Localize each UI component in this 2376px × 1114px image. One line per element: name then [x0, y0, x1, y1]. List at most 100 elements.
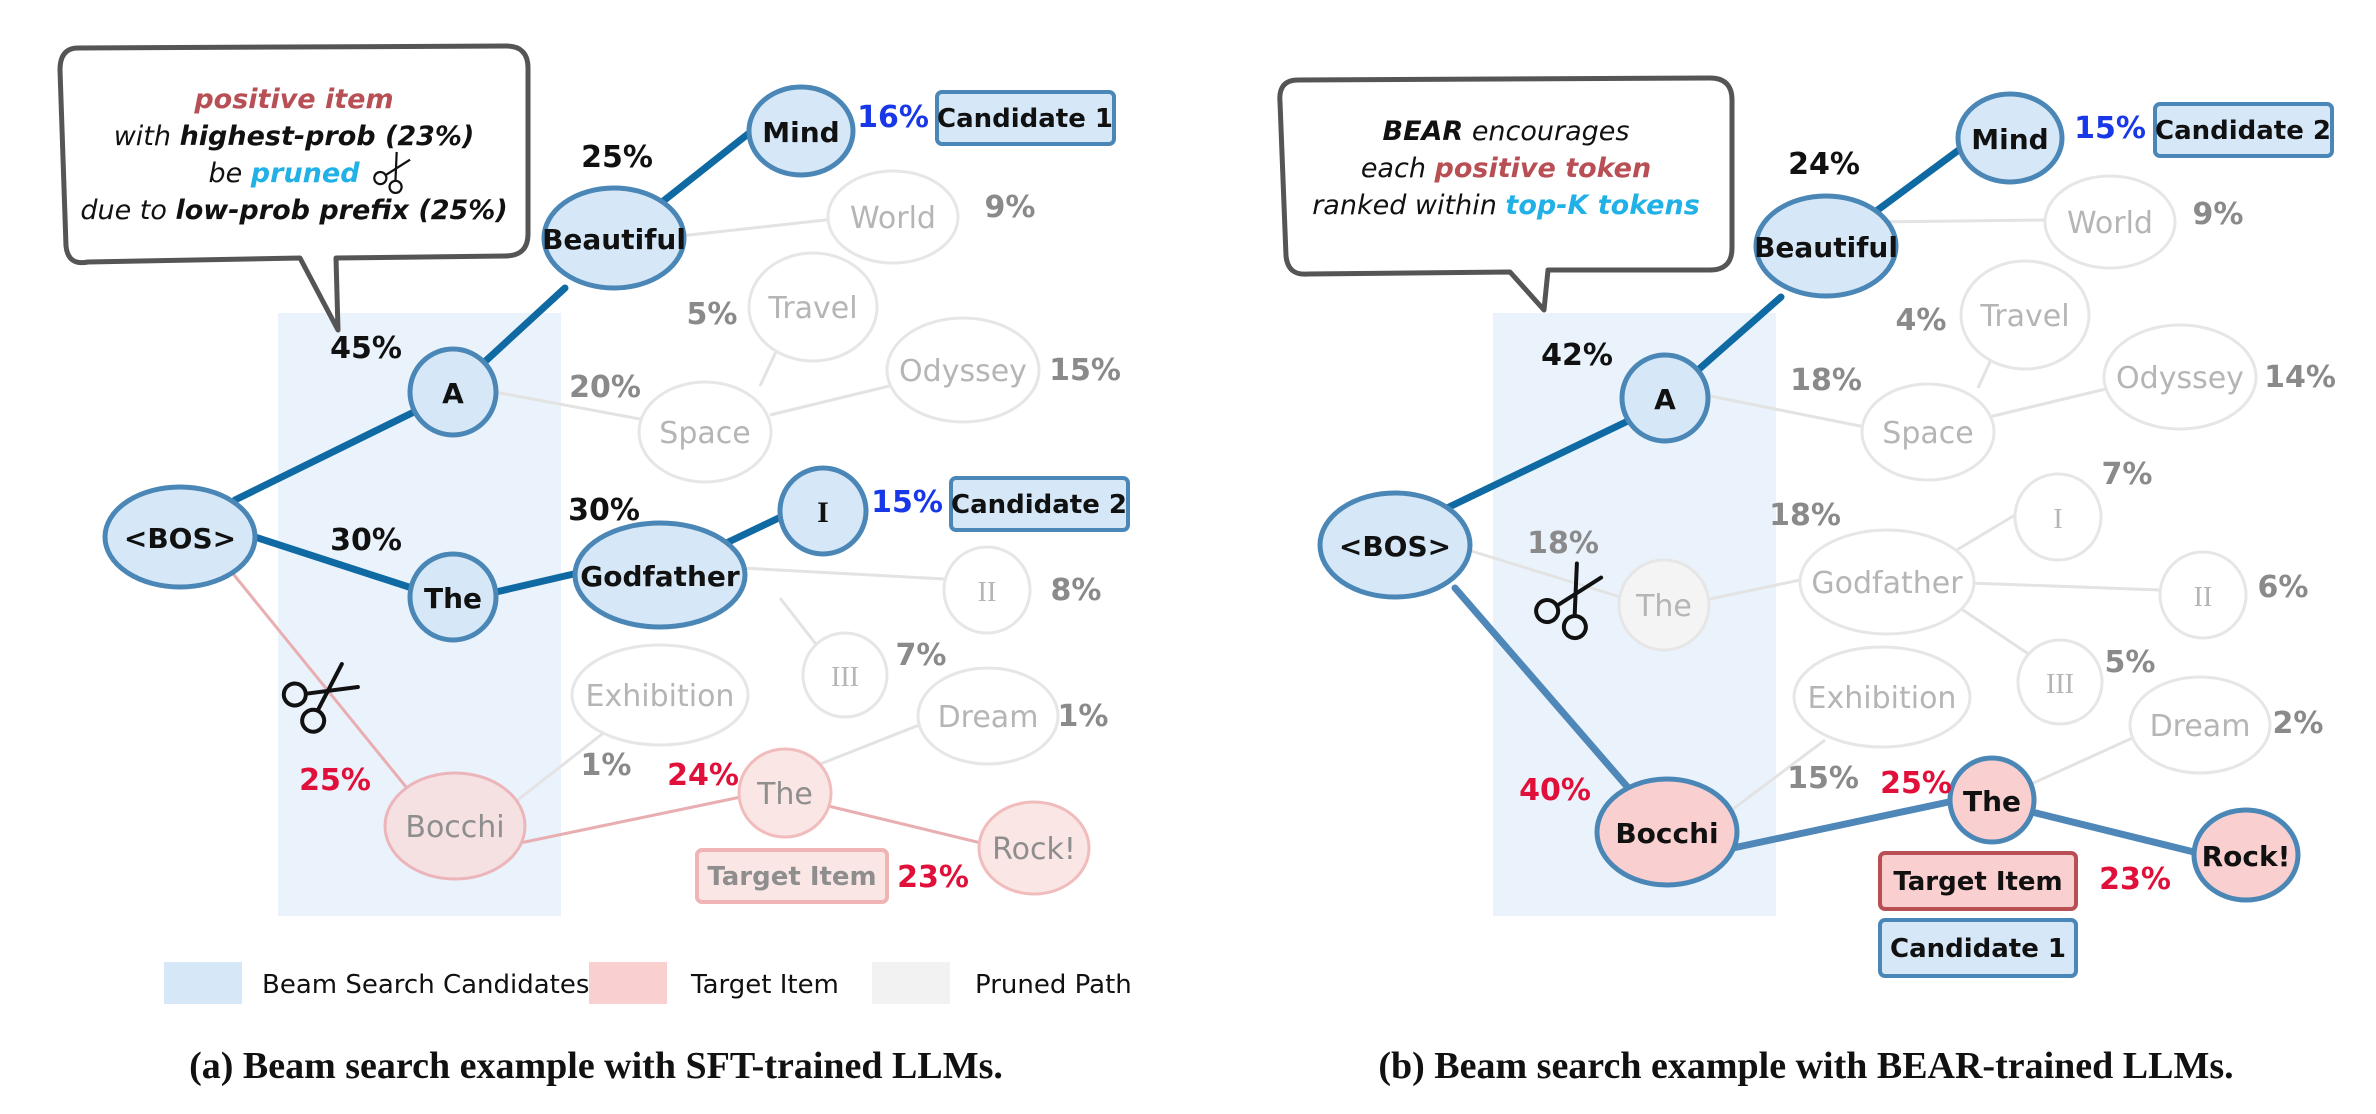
- tag-a-candidate2-label: Candidate 2: [951, 490, 1127, 520]
- panel-b-callout: BEAR encourages each positive token rank…: [1277, 75, 1735, 313]
- panel-b-target-nodes: Bocchi The Rock!: [1594, 755, 2301, 903]
- node-b-rock: [2191, 807, 2301, 903]
- pct-a-rock: 23%: [897, 860, 969, 895]
- node-a-exhibition: [570, 643, 750, 747]
- pct-a-iii: 7%: [896, 638, 947, 673]
- node-a-the2-label: The: [756, 777, 813, 812]
- pct-a-beautiful: 25%: [581, 140, 653, 175]
- node-a-odyssey: [885, 316, 1041, 424]
- node-b-the: [1617, 558, 1711, 652]
- node-b-odyssey-label: Odyssey: [2116, 361, 2244, 396]
- node-b-ii-label: II: [2194, 582, 2213, 613]
- tag-b-candidate1-label: Candidate 1: [1890, 934, 2066, 964]
- pct-b-rock: 23%: [2099, 862, 2171, 897]
- node-b-space-label: Space: [1882, 416, 1973, 451]
- callout-a-line1: positive item: [193, 84, 393, 115]
- legend-pruned-label: Pruned Path: [975, 970, 1132, 1000]
- pct-b-mind: 15%: [2074, 111, 2146, 146]
- panel-a-beam-nodes: <BOS> A The Beautiful Godfather Mind I: [102, 84, 869, 643]
- panel-b-beam-nodes: <BOS> A Beautiful Mind: [1317, 91, 2065, 600]
- node-b-the-label: The: [1635, 589, 1692, 624]
- node-a-travel: [747, 251, 879, 363]
- legend: Beam Search Candidates Target Item Prune…: [164, 962, 1132, 1004]
- node-a-exhibition-label: Exhibition: [586, 679, 735, 714]
- panel-a-tags: Candidate 1 Candidate 2 Target Item: [695, 90, 1130, 904]
- caption-b: (b) Beam search example with BEAR-traine…: [1378, 1045, 2233, 1087]
- pct-a-odyssey: 15%: [1049, 353, 1121, 388]
- tag-a-target: [695, 848, 889, 904]
- callout-a-line3: be pruned: [208, 158, 360, 189]
- panel-b-tags: Candidate 2 Target Item Candidate 1: [1878, 102, 2334, 978]
- callout-b-line1: BEAR encourages: [1383, 116, 1630, 147]
- node-b-bocchi: [1594, 776, 1740, 888]
- callout-b-line3: ranked within top-K tokens: [1312, 190, 1700, 221]
- node-a-mind: [746, 84, 856, 178]
- node-a-bos: [102, 484, 258, 590]
- pct-b-iii: 5%: [2105, 645, 2156, 680]
- node-a-the-label: The: [424, 582, 482, 615]
- node-a-a: [407, 346, 499, 438]
- tag-a-candidate1: [935, 90, 1116, 146]
- pct-b-world: 9%: [2193, 197, 2244, 232]
- node-a-the: [407, 551, 499, 643]
- callout-scissors-icon: [373, 151, 411, 195]
- node-b-godfather-label: Godfather: [1811, 566, 1963, 601]
- pct-a-godfather: 30%: [568, 493, 640, 528]
- node-b-bos-label: <BOS>: [1339, 530, 1451, 563]
- node-b-a-label: A: [1654, 383, 1676, 416]
- pct-a-bocchi: 25%: [299, 763, 371, 798]
- node-b-odyssey: [2102, 323, 2258, 431]
- pct-a-space: 20%: [569, 370, 641, 405]
- node-b-travel: [1959, 259, 2091, 371]
- pct-a-a: 45%: [330, 331, 402, 366]
- node-a-bocchi: [383, 771, 527, 881]
- pct-b-travel: 4%: [1896, 303, 1947, 338]
- legend-pruned-swatch: [872, 962, 950, 1004]
- tag-b-candidate2-label: Candidate 2: [2155, 116, 2331, 146]
- panel-b-callout-bubble: [1277, 75, 1735, 313]
- pct-a-the2: 24%: [667, 758, 739, 793]
- pct-a-ii: 8%: [1051, 573, 1102, 608]
- node-b-i: [2013, 472, 2103, 562]
- node-b-bocchi-label: Bocchi: [1615, 817, 1718, 850]
- panel-a-callout-bubble: [57, 43, 531, 333]
- node-a-rock: [977, 800, 1091, 896]
- node-a-odyssey-label: Odyssey: [899, 354, 1027, 389]
- tag-b-target-label: Target Item: [1893, 867, 2062, 897]
- pct-b-space: 18%: [1790, 363, 1862, 398]
- node-a-mind-label: Mind: [762, 116, 839, 149]
- node-b-dream-label: Dream: [2150, 709, 2251, 744]
- node-a-travel-label: Travel: [767, 291, 857, 326]
- callout-b-line2: each positive token: [1361, 153, 1651, 184]
- node-a-i: [777, 465, 869, 557]
- pct-a-the: 30%: [330, 523, 402, 558]
- node-a-bocchi-label: Bocchi: [405, 810, 504, 845]
- node-a-godfather: [572, 520, 748, 630]
- tag-b-target: [1878, 851, 2078, 911]
- node-a-space: [637, 380, 773, 484]
- pct-b-i: 7%: [2102, 457, 2153, 492]
- node-b-beautiful-label: Beautiful: [1754, 231, 1898, 264]
- panel-b: The World Travel Odyssey Space Godfather…: [1277, 75, 2336, 1087]
- pct-a-exhibition: 1%: [581, 748, 632, 783]
- tag-a-candidate1-label: Candidate 1: [937, 104, 1113, 134]
- node-b-dream: [2128, 675, 2272, 775]
- pct-b-a: 42%: [1541, 338, 1613, 373]
- panel-a: World Travel Odyssey Space II III Exhibi…: [57, 43, 1132, 1087]
- node-a-beautiful: [541, 185, 687, 291]
- legend-beam-label: Beam Search Candidates: [262, 970, 589, 1000]
- node-a-iii-label: III: [831, 662, 859, 693]
- pct-b-beautiful: 24%: [1788, 147, 1860, 182]
- scissors-icon-b: [1534, 561, 1604, 641]
- node-b-godfather: [1798, 528, 1976, 636]
- pct-a-mind: 16%: [857, 100, 929, 135]
- node-a-ii: [942, 545, 1032, 635]
- pct-a-travel: 5%: [687, 297, 738, 332]
- scissors-icon: [281, 662, 360, 734]
- tag-b-candidate2: [2153, 102, 2334, 158]
- legend-beam-swatch: [164, 962, 242, 1004]
- node-a-iii: [801, 631, 889, 719]
- node-b-beautiful: [1753, 193, 1899, 299]
- node-a-bos-label: <BOS>: [124, 522, 236, 555]
